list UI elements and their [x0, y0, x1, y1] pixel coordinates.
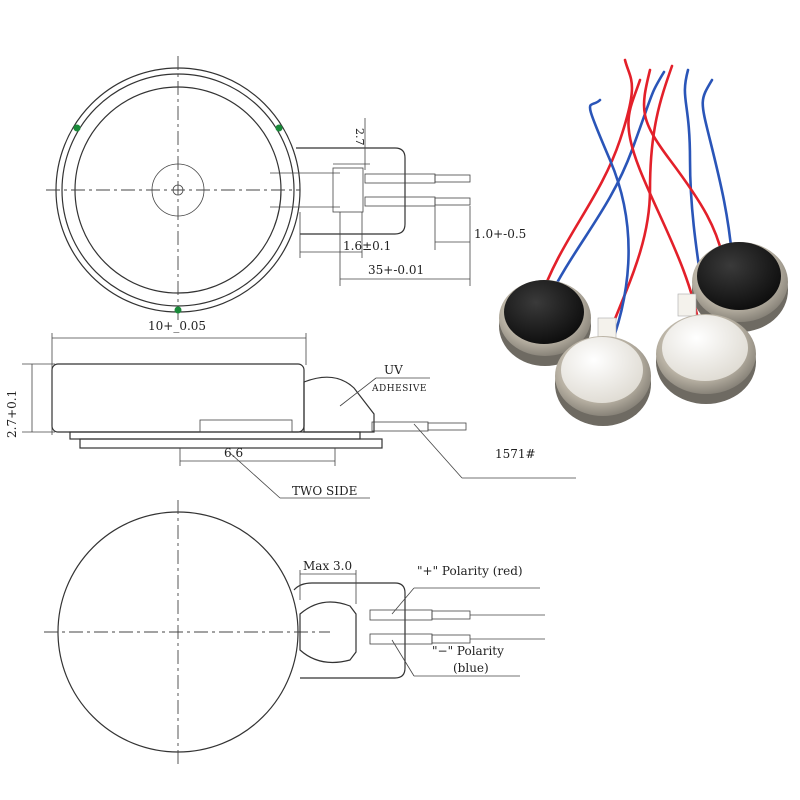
- pad-dot: [174, 306, 182, 314]
- part-number: 1571#: [495, 447, 536, 461]
- coin-vibration-motor-photo: [499, 58, 788, 426]
- dim-thickness-top: 2.7: [353, 128, 366, 146]
- negative-polarity-label: "−" Polarity: [432, 644, 504, 658]
- two-side-label: TWO SIDE: [292, 484, 357, 498]
- max-solder-label: Max 3.0: [303, 559, 352, 573]
- negative-polarity-color: (blue): [453, 661, 489, 675]
- dim-diameter: 10+_0.05: [148, 319, 206, 333]
- uv-label: UV: [384, 363, 403, 377]
- positive-polarity-label: "+" Polarity (red): [417, 564, 523, 578]
- pad-dot: [275, 124, 283, 132]
- dim-pin-pitch: 1.6±0.1: [343, 239, 391, 253]
- dim-tape: 6.6: [224, 446, 243, 460]
- dim-height: 2.7+0.1: [5, 390, 19, 438]
- adhesive-label: ADHESIVE: [371, 384, 427, 394]
- dim-strip-length: 1.0+-0.5: [474, 227, 526, 241]
- side-view: 2.7+0.1 UV ADHESIVE 6.6 TWO SIDE 1571#: [5, 333, 576, 499]
- bottom-view: Max 3.0 "+" Polarity (red) "−" Polarity …: [44, 500, 545, 766]
- dim-lead-length: 35+-0.01: [368, 263, 424, 277]
- top-view: 2.7 1.6±0.1 1.0+-0.5 35+-0.01 10+_0.05: [46, 56, 526, 333]
- pad-dot: [73, 124, 81, 132]
